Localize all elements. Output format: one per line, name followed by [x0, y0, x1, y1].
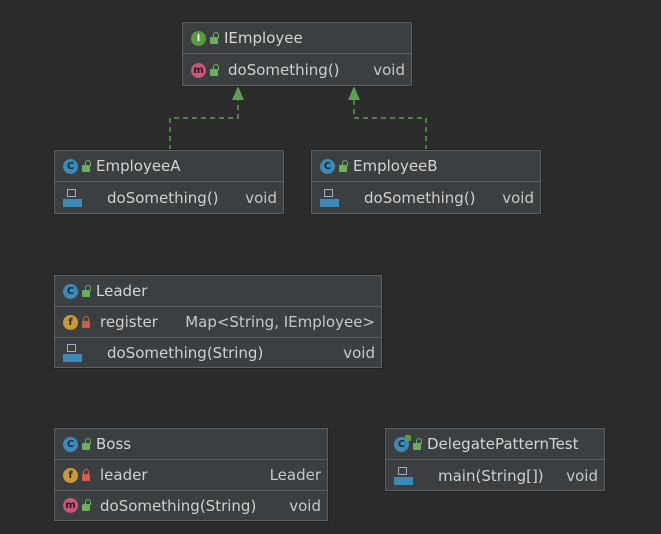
runnable-class-icon: C: [394, 434, 411, 452]
public-lock-icon: [82, 159, 91, 172]
public-lock-icon: [413, 437, 422, 450]
field-name: register: [100, 313, 158, 331]
class-name: Boss: [96, 435, 132, 453]
field-type: Map<String, IEmployee>: [185, 313, 375, 331]
class-header: C Boss: [55, 429, 327, 460]
public-lock-icon: [82, 284, 91, 297]
class-header: C EmployeeB: [312, 151, 540, 182]
field-row[interactable]: f leader Leader: [55, 460, 327, 490]
method-icon: [63, 343, 83, 362]
method-icon: m: [191, 62, 206, 78]
method-name: main(String[]): [438, 466, 544, 485]
public-lock-icon: [210, 63, 219, 76]
private-lock-icon: [82, 315, 90, 328]
class-header: C Leader: [55, 276, 381, 307]
class-name: Leader: [96, 282, 148, 300]
class-delegatepatterntest[interactable]: C DelegatePatternTest main(String[]) voi…: [385, 428, 605, 491]
field-row[interactable]: f register Map<String, IEmployee>: [55, 307, 381, 337]
class-name: IEmployee: [224, 29, 303, 47]
class-name: DelegatePatternTest: [427, 435, 579, 453]
method-return-type: void: [343, 343, 375, 362]
class-icon: C: [63, 158, 78, 174]
method-row[interactable]: main(String[]) void: [386, 460, 604, 491]
public-lock-icon: [82, 437, 91, 450]
class-iemployee[interactable]: I IEmployee m doSomething() void: [182, 22, 412, 86]
method-icon: [320, 189, 340, 207]
method-row[interactable]: doSomething() void: [312, 182, 540, 214]
edge-employeea-iemployee: [169, 98, 239, 150]
method-name: doSomething(): [364, 189, 476, 207]
class-leader[interactable]: C Leader f register Map<String, IEmploye…: [54, 275, 382, 368]
method-name: doSomething(): [228, 61, 340, 79]
method-return-type: void: [245, 189, 277, 207]
method-icon: [63, 189, 83, 207]
class-boss[interactable]: C Boss f leader Leader m doSomething(Str…: [54, 428, 328, 521]
class-icon: C: [63, 283, 78, 299]
field-name: leader: [100, 466, 148, 484]
field-icon: f: [63, 314, 78, 330]
private-lock-icon: [82, 468, 90, 481]
class-employeea[interactable]: C EmployeeA doSomething() void: [54, 150, 284, 214]
method-row[interactable]: doSomething(String) void: [55, 337, 381, 367]
method-return-type: void: [289, 496, 321, 515]
class-name: EmployeeB: [353, 157, 438, 175]
interface-icon: I: [191, 30, 206, 46]
method-icon: [394, 466, 414, 485]
public-lock-icon: [210, 31, 219, 44]
method-row[interactable]: m doSomething() void: [183, 54, 411, 86]
field-icon: f: [63, 467, 78, 483]
class-icon: C: [63, 436, 78, 452]
method-icon: m: [63, 498, 78, 513]
public-lock-icon: [339, 159, 348, 172]
public-lock-icon: [82, 499, 91, 511]
method-return-type: void: [502, 189, 534, 207]
class-header: I IEmployee: [183, 23, 411, 54]
method-row[interactable]: doSomething() void: [55, 182, 283, 214]
class-employeeb[interactable]: C EmployeeB doSomething() void: [311, 150, 541, 214]
class-icon: C: [320, 158, 335, 174]
edge-employeeb-iemployee: [353, 98, 427, 150]
method-name: doSomething(String): [100, 496, 257, 515]
class-header: C EmployeeA: [55, 151, 283, 182]
method-return-type: void: [566, 466, 598, 485]
class-header: C DelegatePatternTest: [386, 429, 604, 460]
field-type: Leader: [269, 466, 321, 484]
class-name: EmployeeA: [96, 157, 181, 175]
arrowhead-employeeb: [348, 86, 360, 100]
method-name: doSomething(String): [107, 343, 264, 362]
method-return-type: void: [373, 61, 405, 79]
arrowhead-employeea: [232, 86, 244, 100]
method-name: doSomething(): [107, 189, 219, 207]
method-row[interactable]: m doSomething(String) void: [55, 490, 327, 520]
